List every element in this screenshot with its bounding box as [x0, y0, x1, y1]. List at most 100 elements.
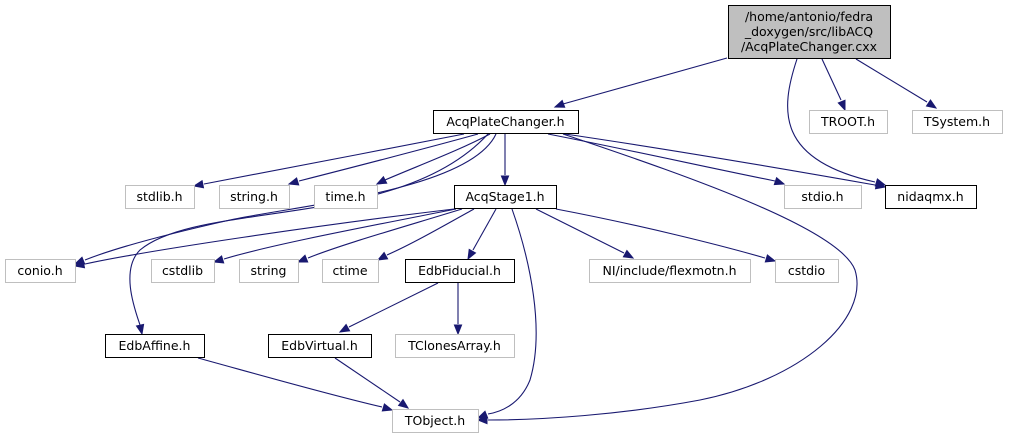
node-box: [151, 259, 215, 283]
edge-acqplatechanger_h-to-edbaffine_h: [129, 133, 489, 336]
arrowhead: [73, 259, 86, 269]
node-label: stdio.h: [801, 189, 843, 204]
node-label: TROOT.h: [820, 114, 875, 129]
edge-acqplatechanger_h-to-time_h: [375, 133, 491, 185]
arrowhead: [764, 254, 777, 263]
node-label: /AcqPlateChanger.cxx: [741, 39, 877, 54]
arrowhead: [338, 323, 351, 333]
node-label: TSystem.h: [923, 114, 990, 129]
node-box: [322, 259, 379, 283]
edge-line: [487, 133, 858, 421]
edge-acqplatechanger_h-to-stdio_h: [547, 133, 786, 186]
node-tclonesarray-h: TClonesArray.h: [395, 334, 515, 358]
edge-acqplatechanger_h-to-nidaqmx_h: [564, 133, 887, 190]
arrowhead: [553, 99, 566, 108]
edge-acqplatechanger_h-to-acqstage1_h: [500, 134, 510, 187]
node-nidaqmx-h[interactable]: nidaqmx.h: [885, 185, 977, 209]
node-box: [885, 185, 977, 209]
edge-acqstage1_h-to-string: [296, 208, 463, 263]
nodes-layer: /home/antonio/fedra_doxygen/src/libACQ/A…: [5, 5, 1003, 433]
edge-acqstage1_h-to-flexmotn_h: [535, 208, 635, 259]
node-box: [775, 259, 839, 283]
edge-root-to-acqplatechanger_h: [553, 57, 728, 108]
arrowhead: [476, 410, 489, 419]
edge-edbfiducial_h-to-tclonesarray_h: [453, 283, 463, 336]
node-label: AcqStage1.h: [465, 189, 544, 204]
node-edbfiducial-h[interactable]: EdbFiducial.h: [405, 259, 515, 283]
node-label: _doxygen/src/libACQ: [744, 24, 873, 39]
node-box: [784, 185, 862, 209]
arrowhead: [837, 99, 846, 112]
edge-line: [334, 357, 401, 403]
node-box: [105, 334, 205, 358]
edge-line: [203, 133, 465, 185]
arrowhead: [453, 324, 463, 336]
node-box: [589, 259, 751, 283]
edge-line: [821, 58, 842, 101]
arrowhead: [925, 99, 938, 109]
node-string: string: [239, 259, 299, 283]
node-label: TClonesArray.h: [407, 338, 501, 353]
edge-edbvirtual_h-to-tobject_h: [334, 357, 410, 409]
edge-line: [384, 133, 491, 181]
node-root[interactable]: /home/antonio/fedra_doxygen/src/libACQ/A…: [728, 5, 891, 59]
arrowhead: [135, 323, 145, 336]
node-label: conio.h: [17, 263, 62, 278]
edge-line: [84, 208, 455, 265]
node-box: [392, 409, 479, 433]
arrowhead: [381, 403, 394, 412]
edges-layer: [73, 57, 938, 425]
arrowhead: [375, 175, 388, 185]
node-box: [314, 185, 378, 209]
node-stdio-h: stdio.h: [784, 185, 862, 209]
arrowhead: [397, 398, 410, 409]
edge-line: [84, 133, 497, 261]
edge-line: [386, 208, 475, 256]
edge-line: [855, 58, 928, 103]
node-label: nidaqmx.h: [897, 189, 963, 204]
edge-line: [564, 133, 876, 186]
arrowhead: [874, 180, 887, 190]
edge-line: [307, 208, 463, 259]
edge-line: [787, 58, 876, 183]
arrowhead: [467, 248, 477, 261]
node-box: [125, 185, 195, 209]
arrowhead: [500, 175, 510, 187]
node-label: time.h: [325, 189, 365, 204]
edge-line: [562, 57, 728, 105]
edge-acqstage1_h-to-edbfiducial_h: [467, 208, 497, 261]
node-ctime: ctime: [322, 259, 379, 283]
edge-line: [555, 208, 766, 259]
node-box: [268, 334, 372, 358]
node-conio-h: conio.h: [5, 259, 76, 283]
node-label: EdbFiducial.h: [418, 263, 501, 278]
edge-acqstage1_h-to-cstdlib: [212, 208, 457, 264]
node-stdlib-h: stdlib.h: [125, 185, 195, 209]
node-label: ctime: [332, 263, 367, 278]
node-box: [239, 259, 299, 283]
node-label: EdbVirtual.h: [281, 338, 358, 353]
arrowhead: [622, 249, 635, 259]
node-edbaffine-h[interactable]: EdbAffine.h: [105, 334, 205, 358]
node-label: EdbAffine.h: [119, 338, 191, 353]
edge-line: [547, 133, 776, 182]
arrowhead: [192, 179, 205, 189]
node-edbvirtual-h[interactable]: EdbVirtual.h: [268, 334, 372, 358]
edge-acqstage1_h-to-tobject_h: [476, 208, 537, 419]
node-acqstage1-h[interactable]: AcqStage1.h: [454, 185, 557, 209]
node-tsystem-h: TSystem.h: [912, 110, 1003, 134]
node-box: [5, 259, 76, 283]
node-troot-h: TROOT.h: [809, 110, 888, 134]
arrowhead: [287, 177, 300, 186]
edge-line: [472, 208, 497, 251]
node-box: [912, 110, 1003, 134]
node-flexmotn-h: NI/include/flexmotn.h: [589, 259, 751, 283]
edge-line: [223, 208, 457, 260]
arrowhead: [296, 254, 309, 263]
arrowhead: [212, 255, 225, 264]
edge-line: [487, 208, 537, 415]
node-label: cstdlib: [162, 263, 203, 278]
node-acqplatechanger-h[interactable]: AcqPlateChanger.h: [433, 110, 579, 134]
node-label: string: [251, 263, 287, 278]
